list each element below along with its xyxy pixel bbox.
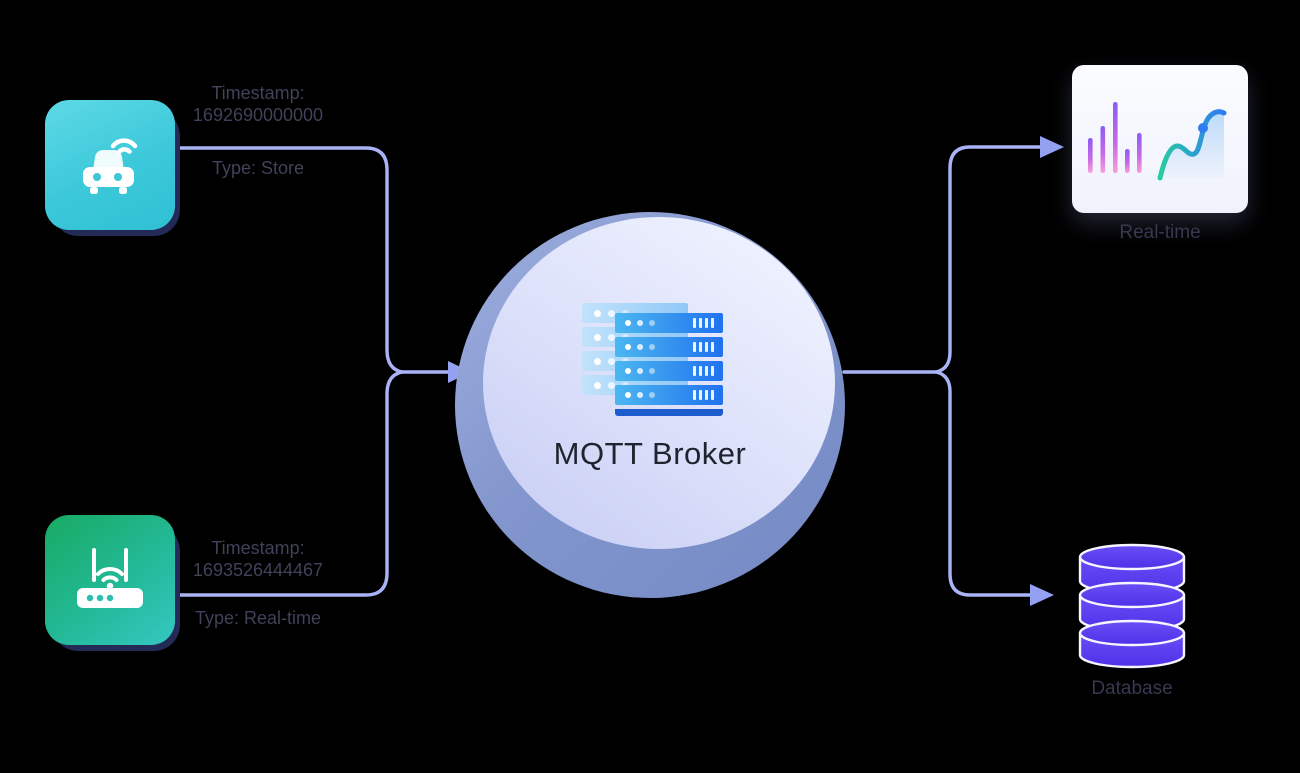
database-label: Database <box>1091 678 1173 699</box>
trend-chart-icon <box>1088 102 1227 181</box>
connector-car-to-merge <box>178 146 404 374</box>
connected-car-device <box>45 100 180 236</box>
trend-line <box>1157 109 1227 181</box>
realtime-label: Real-time <box>1119 222 1201 243</box>
server-base <box>615 409 723 416</box>
wifi-router-icon <box>77 548 143 608</box>
message-type: Type: Store <box>211 158 305 178</box>
connector-split-to-database <box>934 370 1032 597</box>
timestamp-value: 1693526444467 <box>192 560 324 580</box>
message-type: Type: Real-time <box>194 608 322 628</box>
router-message-text: Timestamp: 1693526444467 Type: Real-time <box>170 537 346 629</box>
connector-split-to-chart <box>934 145 1042 374</box>
trend-point <box>1198 123 1208 133</box>
router-card-face <box>45 515 175 645</box>
database-cylinders-icon <box>1078 543 1186 669</box>
wifi-router-device <box>45 515 180 651</box>
trend-area <box>1160 111 1224 178</box>
server-rack-front-icon <box>615 313 723 416</box>
server-slat <box>615 361 723 381</box>
connector-router-to-merge <box>178 370 404 597</box>
arrowhead-into-database <box>1030 584 1054 606</box>
timestamp-label: Timestamp: <box>211 538 305 558</box>
server-slat <box>615 337 723 357</box>
server-slat <box>615 385 723 405</box>
server-slat <box>615 313 723 333</box>
arrowhead-into-chart <box>1040 136 1064 158</box>
realtime-chart-card <box>1072 65 1248 213</box>
car-message-text: Timestamp: 1692690000000 Type: Store <box>178 82 338 179</box>
bar-series <box>1088 102 1142 173</box>
timestamp-label: Timestamp: <box>211 83 305 103</box>
car-wifi-icon <box>83 138 138 194</box>
car-card-face <box>45 100 175 230</box>
timestamp-value: 1692690000000 <box>192 105 324 125</box>
broker-title: MQTT Broker <box>553 436 747 471</box>
